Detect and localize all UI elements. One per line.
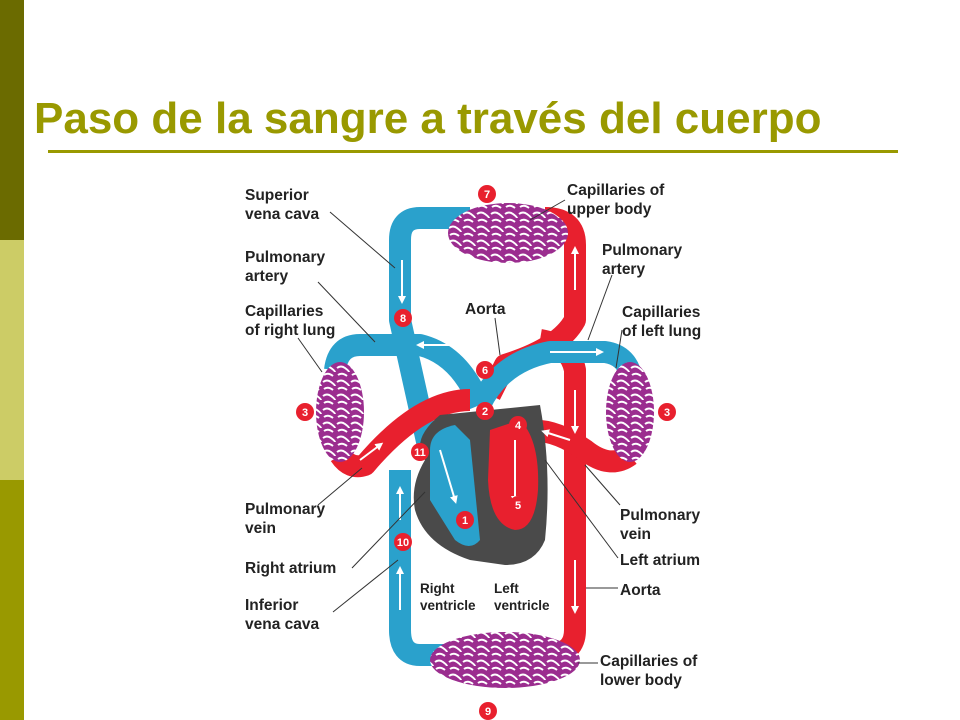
label-inferior-vena-cava: Inferior vena cava bbox=[245, 597, 319, 633]
circulation-diagram: 7 8 6 2 3 3 4 11 5 1 10 9 Superior vena … bbox=[245, 182, 705, 720]
svg-text:9: 9 bbox=[485, 706, 491, 718]
svg-text:3: 3 bbox=[302, 407, 308, 419]
step-markers: 7 8 6 2 3 3 4 11 5 1 10 9 bbox=[296, 185, 676, 720]
svg-text:5: 5 bbox=[515, 500, 521, 512]
svg-text:6: 6 bbox=[482, 365, 488, 377]
step-2: 2 bbox=[476, 402, 494, 420]
label-pulmonary-vein-right: Pulmonary vein bbox=[620, 507, 704, 543]
step-1: 1 bbox=[456, 511, 474, 529]
step-9: 8 bbox=[394, 309, 412, 327]
svg-text:4: 4 bbox=[515, 420, 522, 432]
step-6: 6 bbox=[476, 361, 494, 379]
left-lung-capillaries bbox=[606, 362, 654, 462]
leader-lines bbox=[297, 199, 623, 664]
svg-text:8: 8 bbox=[400, 313, 406, 325]
svg-text:1: 1 bbox=[462, 515, 468, 527]
sidebar-block-top bbox=[0, 0, 24, 240]
step-7: 7 bbox=[478, 185, 496, 203]
label-pulmonary-artery-left: Pulmonary artery bbox=[245, 249, 329, 285]
step-8: 9 bbox=[479, 702, 497, 720]
step-3-right: 3 bbox=[658, 403, 676, 421]
label-right-ventricle: Right ventricle bbox=[420, 581, 476, 613]
title-underline bbox=[48, 150, 898, 153]
step-3-left: 3 bbox=[296, 403, 314, 421]
label-left-ventricle: Left ventricle bbox=[494, 581, 550, 613]
svg-text:7: 7 bbox=[484, 189, 490, 201]
flow-arrows bbox=[359, 246, 604, 614]
label-capillaries-lower-body: Capillaries of lower body bbox=[600, 653, 702, 689]
label-right-atrium: Right atrium bbox=[245, 560, 336, 577]
label-aorta-top: Aorta bbox=[465, 301, 506, 318]
label-capillaries-right-lung: Capillaries of right lung bbox=[245, 303, 335, 339]
inferior-vena-cava-vessel bbox=[389, 470, 470, 666]
label-pulmonary-artery-right: Pulmonary artery bbox=[602, 242, 686, 278]
slide-sidebar bbox=[0, 0, 24, 720]
sidebar-block-middle bbox=[0, 240, 24, 480]
pulmonary-vein-right-vessel bbox=[330, 389, 471, 478]
right-lung-capillaries bbox=[316, 362, 364, 462]
label-aorta-bottom: Aorta bbox=[620, 582, 661, 599]
slide-title: Paso de la sangre a través del cuerpo bbox=[34, 94, 822, 143]
step-10: 10 bbox=[394, 533, 412, 551]
svg-text:11: 11 bbox=[414, 447, 426, 459]
label-pulmonary-vein-left: Pulmonary vein bbox=[245, 501, 329, 537]
step-11: 11 bbox=[411, 443, 429, 461]
lower-body-capillaries bbox=[430, 632, 580, 688]
label-capillaries-upper-body: Capillaries of upper body bbox=[567, 182, 669, 218]
svg-text:10: 10 bbox=[397, 537, 409, 549]
left-heart-chambers bbox=[488, 420, 539, 530]
superior-vena-cava-vessel bbox=[389, 207, 470, 458]
upper-body-capillaries bbox=[448, 203, 568, 263]
svg-text:3: 3 bbox=[664, 407, 670, 419]
label-left-atrium: Left atrium bbox=[620, 552, 700, 569]
svg-text:2: 2 bbox=[482, 406, 488, 418]
step-4: 4 bbox=[509, 416, 527, 434]
label-superior-vena-cava: Superior vena cava bbox=[245, 187, 319, 223]
label-capillaries-left-lung: Capillaries of left lung bbox=[622, 304, 705, 340]
step-5: 5 bbox=[509, 496, 527, 514]
sidebar-block-bottom bbox=[0, 480, 24, 720]
